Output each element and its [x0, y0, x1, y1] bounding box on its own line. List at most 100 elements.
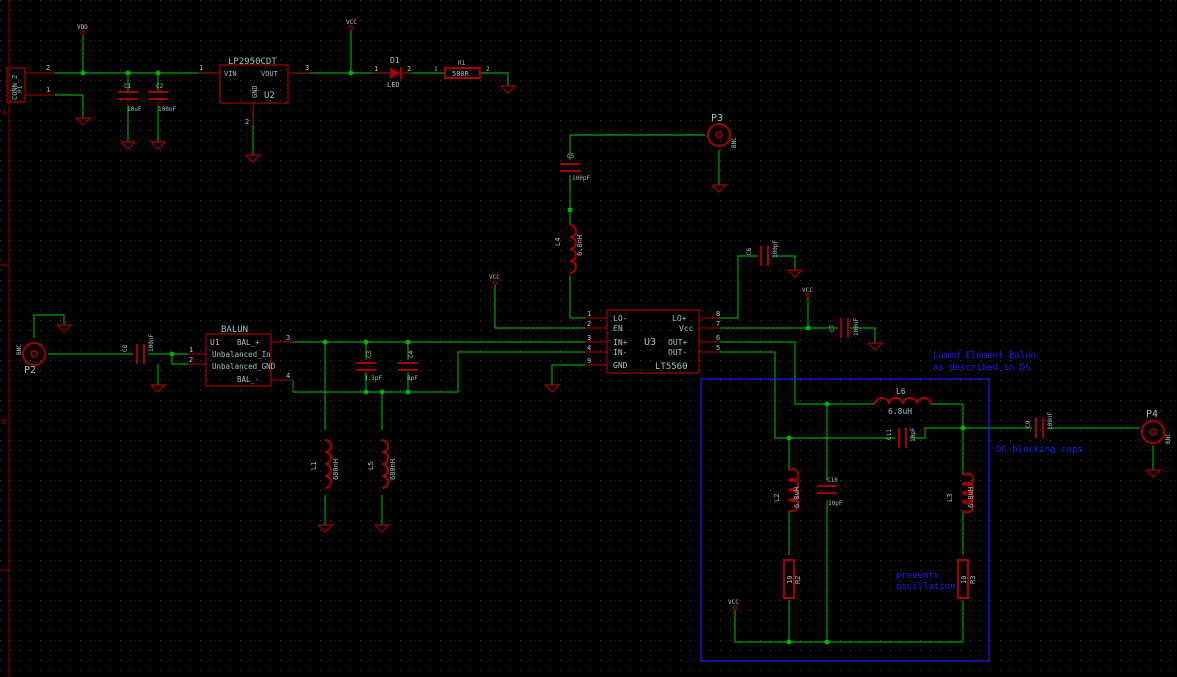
u1-unbal-gnd: Unbalanced_GND — [212, 362, 276, 371]
u3-pin-num-1: 1 — [587, 310, 591, 318]
u3-mixer[interactable]: LO- EN IN+ IN- GND LO+ Vcc OUT+ OUT- U3 … — [585, 309, 720, 374]
d1-value: LED — [387, 81, 400, 89]
vdd-label: VDD — [77, 24, 88, 31]
p4-value: BNC — [1165, 433, 1172, 444]
u3-pin-name-right-7: Vcc — [679, 324, 694, 333]
c1-value: 10uF — [127, 106, 142, 113]
u2-vin: VIN — [224, 70, 237, 78]
p3-ref: P3 — [711, 113, 723, 124]
c10-ref: C10 — [827, 477, 838, 484]
c7-value: 100nF — [853, 318, 860, 336]
c2-capacitor[interactable] — [148, 91, 168, 106]
l4-ref: L4 — [554, 238, 562, 246]
c6-value: 100pF — [772, 240, 779, 258]
c4-ref: C4 — [408, 350, 415, 358]
c4-capacitor[interactable] — [398, 362, 418, 371]
c11-ref: C11 — [886, 429, 893, 440]
c7-ref: C7 — [829, 324, 836, 332]
c5-ref: C5 — [567, 153, 575, 160]
c8-capacitor[interactable] — [136, 344, 145, 364]
u1-pin3: 3 — [286, 334, 290, 342]
p1-ref: P1 — [17, 85, 24, 93]
p1-pin1: 1 — [46, 86, 50, 94]
c9-value: 100nF — [1047, 412, 1054, 430]
c1-capacitor[interactable] — [118, 91, 138, 106]
l6-inductor[interactable]: L6 6.8uH — [874, 387, 932, 416]
border-label-b: B — [2, 417, 7, 426]
c5-value: 100pF — [572, 175, 590, 182]
l5-inductor[interactable]: L5 680nH — [367, 439, 397, 489]
l1-inductor[interactable]: L1 680nH — [310, 439, 340, 489]
p1-value: CONN_2 — [11, 75, 19, 100]
r1-ref: R1 — [458, 60, 466, 67]
u1-pin2: 2 — [189, 356, 193, 364]
c7-capacitor[interactable] — [840, 318, 849, 338]
l5-value: 680nH — [389, 459, 397, 480]
c10-value: 10pF — [828, 500, 843, 507]
ground-symbols — [56, 85, 1162, 533]
u1-bal-n: BAL_- — [237, 375, 260, 384]
r3-value: 10 — [960, 576, 968, 584]
u3-pin-name-left-1: LO- — [613, 314, 627, 323]
r3-resistor[interactable]: 10 R3 — [957, 559, 977, 599]
c8-ref: C8 — [122, 344, 129, 352]
prevents-note: prevents — [896, 571, 939, 581]
u1-balun[interactable]: BALUN U1 BAL_+ Unbalanced_In Unbalanced_… — [188, 325, 294, 392]
l2-value: 6.8uH — [793, 487, 801, 508]
c6-ref: C6 — [746, 247, 753, 255]
vcc-label-3: VCC — [802, 287, 813, 294]
p3-bnc[interactable]: P3 BNC — [707, 113, 738, 148]
u2-pin1: 1 — [199, 64, 203, 72]
u2-vout: VOUT — [261, 70, 279, 78]
junctions — [80, 70, 966, 645]
u3-pin-num-3: 3 — [587, 334, 591, 342]
u2-value: LP2950CDT — [228, 57, 277, 67]
l3-ref: L3 — [946, 494, 954, 502]
c2-value: 100nF — [158, 106, 176, 113]
r2-value: 10 — [786, 576, 794, 584]
c3-capacitor[interactable] — [356, 362, 376, 371]
u2-gnd: GND — [251, 85, 259, 98]
u3-pin-num-6: 6 — [716, 334, 720, 342]
u1-ref: U1 — [210, 338, 220, 347]
r3-ref: R3 — [969, 576, 977, 584]
d1-pin2: 2 — [407, 65, 411, 73]
l6-ref: L6 — [896, 387, 906, 396]
c9-capacitor[interactable] — [1035, 418, 1044, 438]
d1-led[interactable]: D1 LED 1 2 — [372, 56, 412, 89]
r1-resistor[interactable]: R1 500R 1 2 — [434, 60, 490, 79]
vcc-label-1: VCC — [346, 19, 357, 26]
vcc-label-2: VCC — [489, 274, 500, 281]
balun-outline — [700, 378, 990, 662]
u2-regulator[interactable]: LP2950CDT VIN VOUT GND U2 1 3 2 — [198, 57, 310, 126]
p1-connector[interactable]: 2 1 CONN_2 P1 — [6, 64, 55, 103]
c2-ref: C2 — [156, 83, 164, 90]
l3-inductor[interactable]: L3 6.8uH — [946, 472, 975, 514]
c9-ref: C9 — [1025, 420, 1032, 428]
r2-resistor[interactable]: 10 R2 — [783, 559, 802, 599]
u2-pin2: 2 — [245, 118, 249, 126]
p4-bnc[interactable]: P4 BNC — [1141, 409, 1172, 444]
c11-capacitor[interactable] — [898, 428, 907, 448]
u3-pin-name-left-4: IN- — [613, 348, 627, 357]
c5-capacitor[interactable] — [560, 163, 580, 172]
u2-pin3: 3 — [305, 64, 309, 72]
p2-ref: P2 — [24, 365, 36, 376]
c1-ref: C1 — [124, 83, 132, 90]
u3-pin-name-right-8: LO+ — [672, 314, 687, 323]
l2-inductor[interactable]: L2 6.8uH — [773, 468, 801, 512]
c10-capacitor[interactable] — [817, 485, 837, 494]
u1-bal-p: BAL_+ — [237, 338, 260, 347]
p2-bnc[interactable]: P2 BNC — [16, 342, 46, 376]
l4-inductor[interactable]: L4 6.8nH — [554, 224, 584, 274]
balun-sub: as described in DS — [933, 363, 1031, 373]
c6-capacitor[interactable] — [760, 246, 769, 266]
u2-ref: U2 — [264, 91, 275, 101]
d1-ref: D1 — [390, 56, 400, 65]
u3-pin-name-left-2: EN — [613, 324, 623, 333]
u3-pin-num-2: 2 — [587, 320, 591, 328]
r1-pin2: 2 — [486, 66, 490, 73]
d1-pin1: 1 — [374, 65, 378, 73]
